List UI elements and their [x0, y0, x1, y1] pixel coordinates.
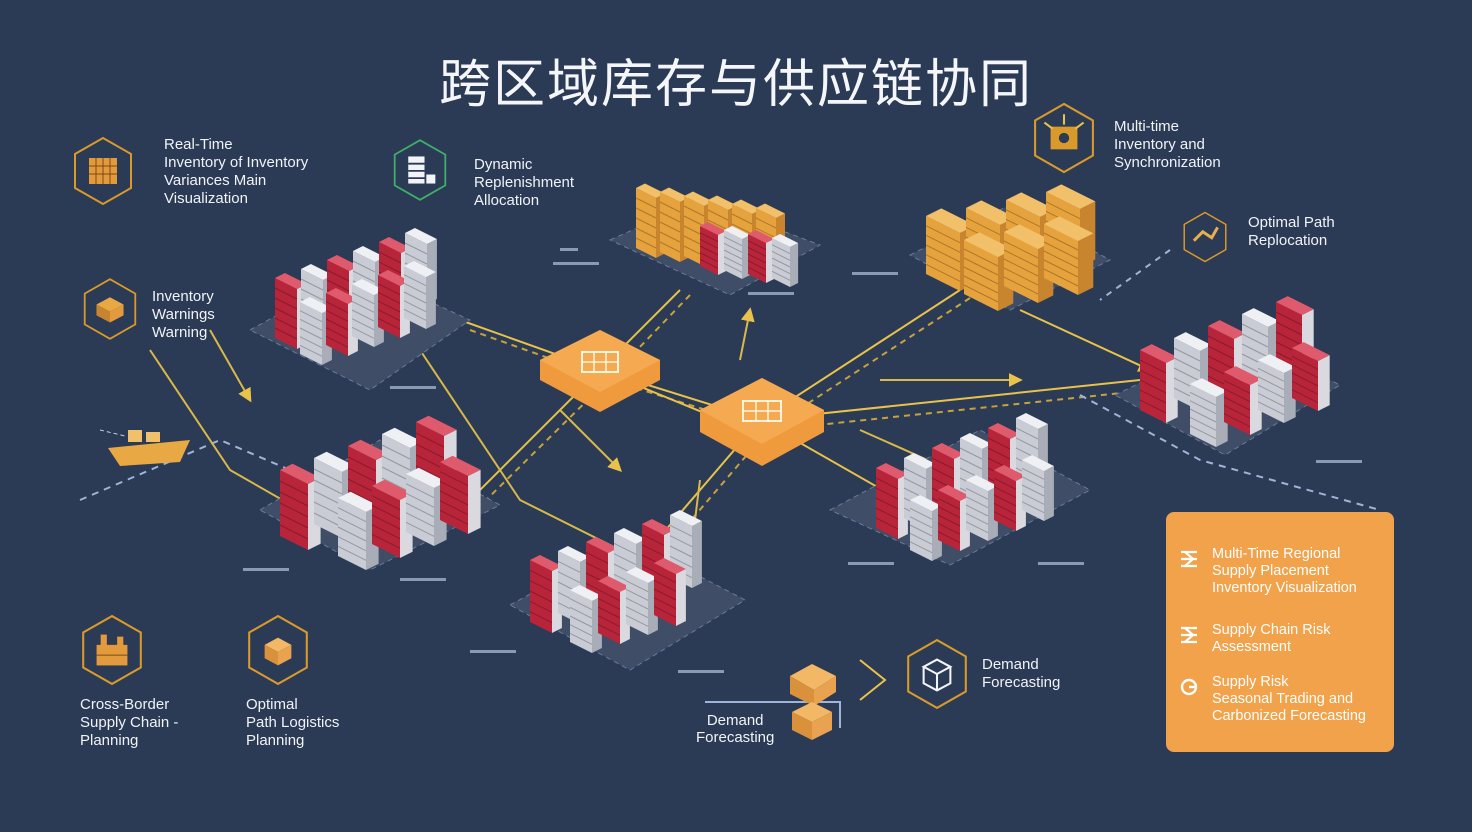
rack-unit [299, 297, 332, 365]
feature-logistics-label: Optimal Path Logistics Planning [246, 696, 340, 749]
forecast-cube-icon [907, 638, 967, 710]
panel-item-risk: Supply Chain Risk Assessment [1178, 622, 1330, 656]
rack-unit [1021, 455, 1054, 521]
rack-unit [771, 233, 799, 287]
feature-multitime-label: Multi-time Inventory and Synchronization [1114, 118, 1221, 171]
rack-unit [653, 558, 686, 626]
sync-hub-icon [1034, 102, 1094, 174]
rack-unit [1257, 354, 1296, 423]
rack-unit [337, 491, 379, 570]
rack-unit [937, 485, 970, 551]
parcel-boxes [790, 664, 836, 740]
rack-unit [909, 495, 942, 561]
feature-inventory-warning: Inventory Warnings Warning [82, 276, 215, 342]
demand-bottom-label: Demand Forecasting [696, 712, 775, 746]
demand-right-label: Demand Forecasting [982, 656, 1061, 691]
feature-realtime-label: Real-Time Inventory of Inventory Varianc… [164, 136, 309, 207]
feature-optimal-path-label: Optimal Path Replocation [1248, 214, 1335, 249]
rack-unit [371, 479, 413, 558]
feature-optimal-path-relocation: Optimal Path Replocation [1182, 210, 1335, 264]
delivery-box-icon [248, 614, 308, 686]
rack-unit [1139, 344, 1178, 423]
storage-racks [274, 183, 1330, 653]
rack-unit [875, 463, 908, 539]
feature-warning-label: Inventory Warnings Warning [152, 288, 215, 341]
rack-unit [699, 221, 727, 275]
rack-unit [529, 555, 562, 633]
rack-unit [439, 455, 481, 534]
risk-icon [1181, 626, 1197, 644]
platform-tick-marks [243, 248, 1362, 673]
route-icon [1183, 211, 1227, 263]
warning-box-icon [83, 278, 137, 340]
feature-dynamic-replenishment: Dynamic Replenishment Allocation [392, 128, 574, 212]
feature-realtime-visualization: Real-Time Inventory of Inventory Varianc… [72, 136, 308, 208]
panel-item-forecast: Supply Risk Seasonal Trading and Carboni… [1178, 674, 1366, 725]
rack-unit [747, 229, 775, 283]
rack-unit [597, 576, 630, 644]
central-hub-left [540, 330, 660, 412]
feature-crossborder-label: Cross-Border Supply Chain - Planning [80, 696, 179, 749]
rack-unit [1291, 342, 1330, 411]
rack-unit [625, 567, 658, 635]
central-hub-right [700, 378, 824, 466]
rack-unit [403, 261, 436, 329]
feature-multitime-sync: Multi-time Inventory and Synchronization [1032, 96, 1221, 180]
feature-dynamic-label: Dynamic Replenishment Allocation [474, 156, 575, 209]
rack-unit [723, 225, 751, 279]
feature-logistics-planning: Optimal Path Logistics Planning [246, 614, 339, 750]
rack-unit [1003, 224, 1054, 303]
rack-unit [993, 465, 1026, 531]
stack-icon [393, 139, 447, 201]
rack-unit [1043, 216, 1094, 295]
forecast-icon [1180, 678, 1198, 696]
panel-item-text: Multi-Time Regional Supply Placement Inv… [1212, 546, 1357, 596]
cargo-ship [99, 429, 190, 466]
network-icon [1181, 550, 1197, 568]
page-title: 跨区域库存与供应链协同 [438, 55, 1033, 115]
feature-demand-forecasting-right: Demand Forecasting [904, 638, 1060, 710]
feature-cross-border: Cross-Border Supply Chain - Planning [80, 614, 178, 750]
info-panel: Multi-Time Regional Supply Placement Inv… [1166, 512, 1394, 752]
rack-unit [1223, 366, 1262, 435]
rack-unit [569, 585, 602, 653]
rack-unit [1189, 378, 1228, 447]
rack-unit [965, 475, 998, 541]
panel-item-text: Supply Chain Risk Assessment [1212, 622, 1331, 655]
panel-item-text: Supply Risk Seasonal Trading and Carboni… [1212, 674, 1366, 724]
warehouse-icon [74, 136, 132, 206]
panel-item-regional: Multi-Time Regional Supply Placement Inv… [1178, 546, 1357, 597]
factory-icon [82, 614, 142, 686]
